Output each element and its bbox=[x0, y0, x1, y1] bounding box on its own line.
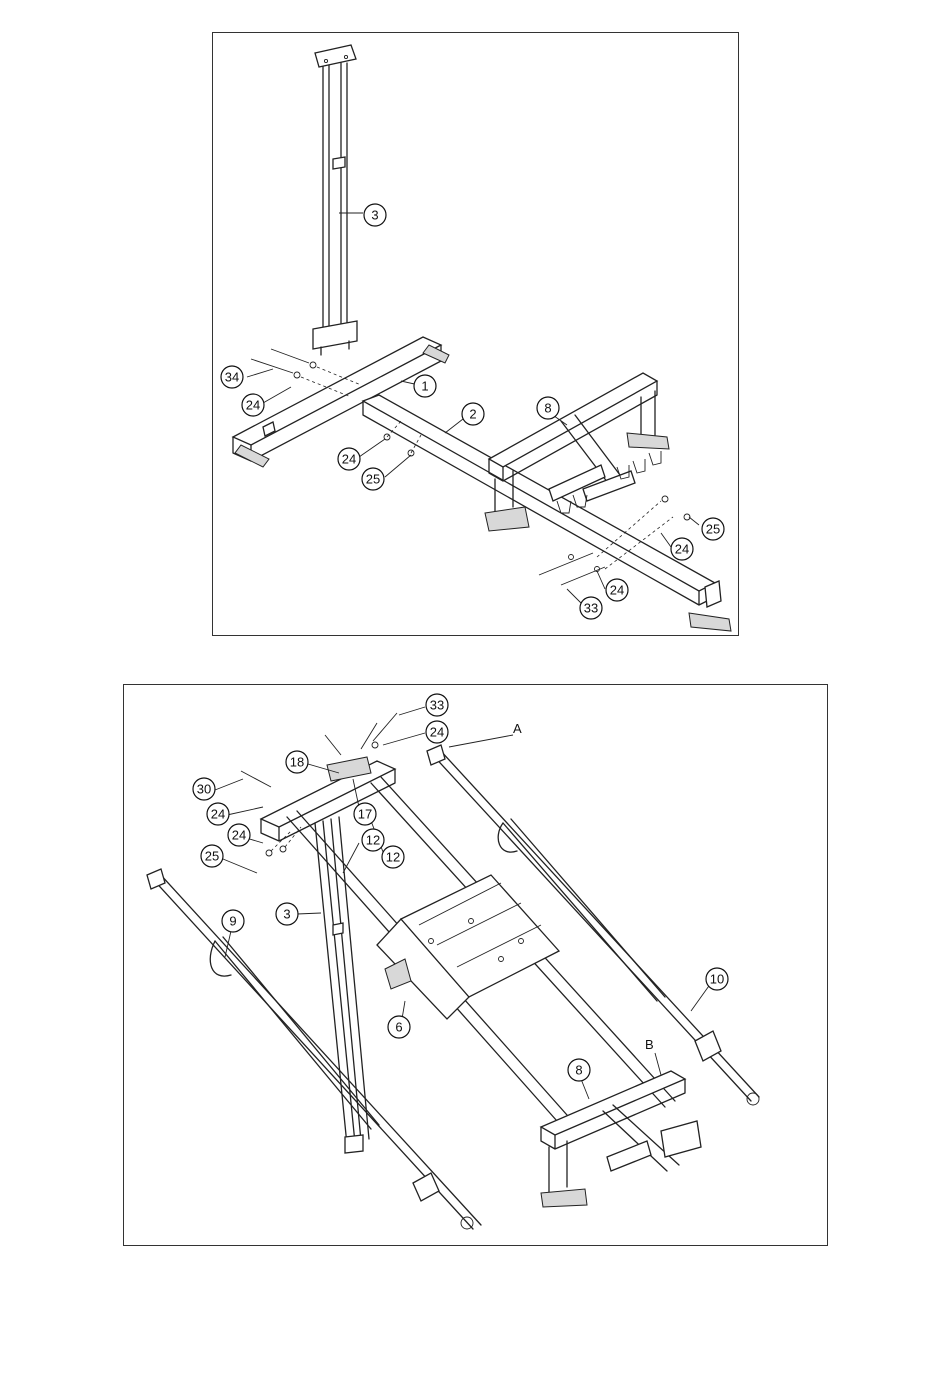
upright-post-3 bbox=[313, 45, 357, 355]
svg-text:24: 24 bbox=[610, 583, 624, 598]
top-assembly-drawing: 3 1 2 8 34 24 24 25 25 24 24 33 bbox=[213, 33, 740, 637]
callout-24-b: 24 bbox=[338, 448, 360, 470]
callout-12-a: 12 bbox=[362, 829, 384, 851]
callout-25-a: 25 bbox=[362, 468, 384, 490]
svg-text:8: 8 bbox=[544, 401, 551, 416]
svg-text:33: 33 bbox=[584, 601, 598, 616]
callout-25-b: 25 bbox=[702, 518, 724, 540]
svg-text:24: 24 bbox=[342, 452, 356, 467]
callout-8: 8 bbox=[537, 397, 559, 419]
svg-text:2: 2 bbox=[469, 407, 476, 422]
svg-text:33: 33 bbox=[430, 698, 444, 713]
callout-10: 10 bbox=[706, 968, 728, 990]
callout-34: 34 bbox=[221, 366, 243, 388]
svg-text:30: 30 bbox=[197, 782, 211, 797]
frame-8 bbox=[541, 1071, 701, 1207]
svg-text:25: 25 bbox=[706, 522, 720, 537]
svg-text:25: 25 bbox=[366, 472, 380, 487]
svg-text:25: 25 bbox=[205, 849, 219, 864]
svg-text:12: 12 bbox=[366, 833, 380, 848]
letter-b: B bbox=[645, 1037, 654, 1052]
callout-6: 6 bbox=[388, 1016, 410, 1038]
callout-24-b: 24 bbox=[207, 803, 229, 825]
carriage-6 bbox=[377, 875, 559, 1019]
callout-12-b: 12 bbox=[382, 846, 404, 868]
callout-25: 25 bbox=[201, 845, 223, 867]
callout-24-a: 24 bbox=[242, 394, 264, 416]
callout-3: 3 bbox=[364, 204, 386, 226]
callout-18: 18 bbox=[286, 751, 308, 773]
svg-text:34: 34 bbox=[225, 370, 239, 385]
svg-text:18: 18 bbox=[290, 755, 304, 770]
callout-30: 30 bbox=[193, 778, 215, 800]
svg-text:6: 6 bbox=[395, 1020, 402, 1035]
callout-2: 2 bbox=[462, 403, 484, 425]
callout-24-c: 24 bbox=[228, 824, 250, 846]
svg-text:17: 17 bbox=[358, 807, 372, 822]
svg-text:1: 1 bbox=[421, 379, 428, 394]
bottom-assembly-panel: 33 24 18 30 17 24 12 12 24 25 3 9 6 10 8… bbox=[123, 684, 828, 1246]
callout-9: 9 bbox=[222, 910, 244, 932]
callout-33: 33 bbox=[426, 694, 448, 716]
frame-8 bbox=[485, 373, 669, 531]
svg-text:3: 3 bbox=[371, 208, 378, 223]
callout-24-c: 24 bbox=[671, 538, 693, 560]
svg-text:12: 12 bbox=[386, 850, 400, 865]
callout-1: 1 bbox=[414, 375, 436, 397]
letter-a: A bbox=[513, 721, 522, 736]
callout-24-d: 24 bbox=[606, 579, 628, 601]
svg-text:24: 24 bbox=[232, 828, 246, 843]
svg-text:24: 24 bbox=[246, 398, 260, 413]
svg-text:3: 3 bbox=[283, 907, 290, 922]
bottom-assembly-drawing: 33 24 18 30 17 24 12 12 24 25 3 9 6 10 8… bbox=[124, 685, 829, 1247]
callout-24-a: 24 bbox=[426, 721, 448, 743]
callout-8: 8 bbox=[568, 1059, 590, 1081]
svg-text:24: 24 bbox=[211, 807, 225, 822]
callout-33: 33 bbox=[580, 597, 602, 619]
svg-text:24: 24 bbox=[430, 725, 444, 740]
callout-17: 17 bbox=[354, 803, 376, 825]
top-assembly-panel: 3 1 2 8 34 24 24 25 25 24 24 33 bbox=[212, 32, 739, 636]
callout-3: 3 bbox=[276, 903, 298, 925]
svg-text:24: 24 bbox=[675, 542, 689, 557]
svg-text:8: 8 bbox=[575, 1063, 582, 1078]
svg-text:10: 10 bbox=[710, 972, 724, 987]
svg-text:9: 9 bbox=[229, 914, 236, 929]
